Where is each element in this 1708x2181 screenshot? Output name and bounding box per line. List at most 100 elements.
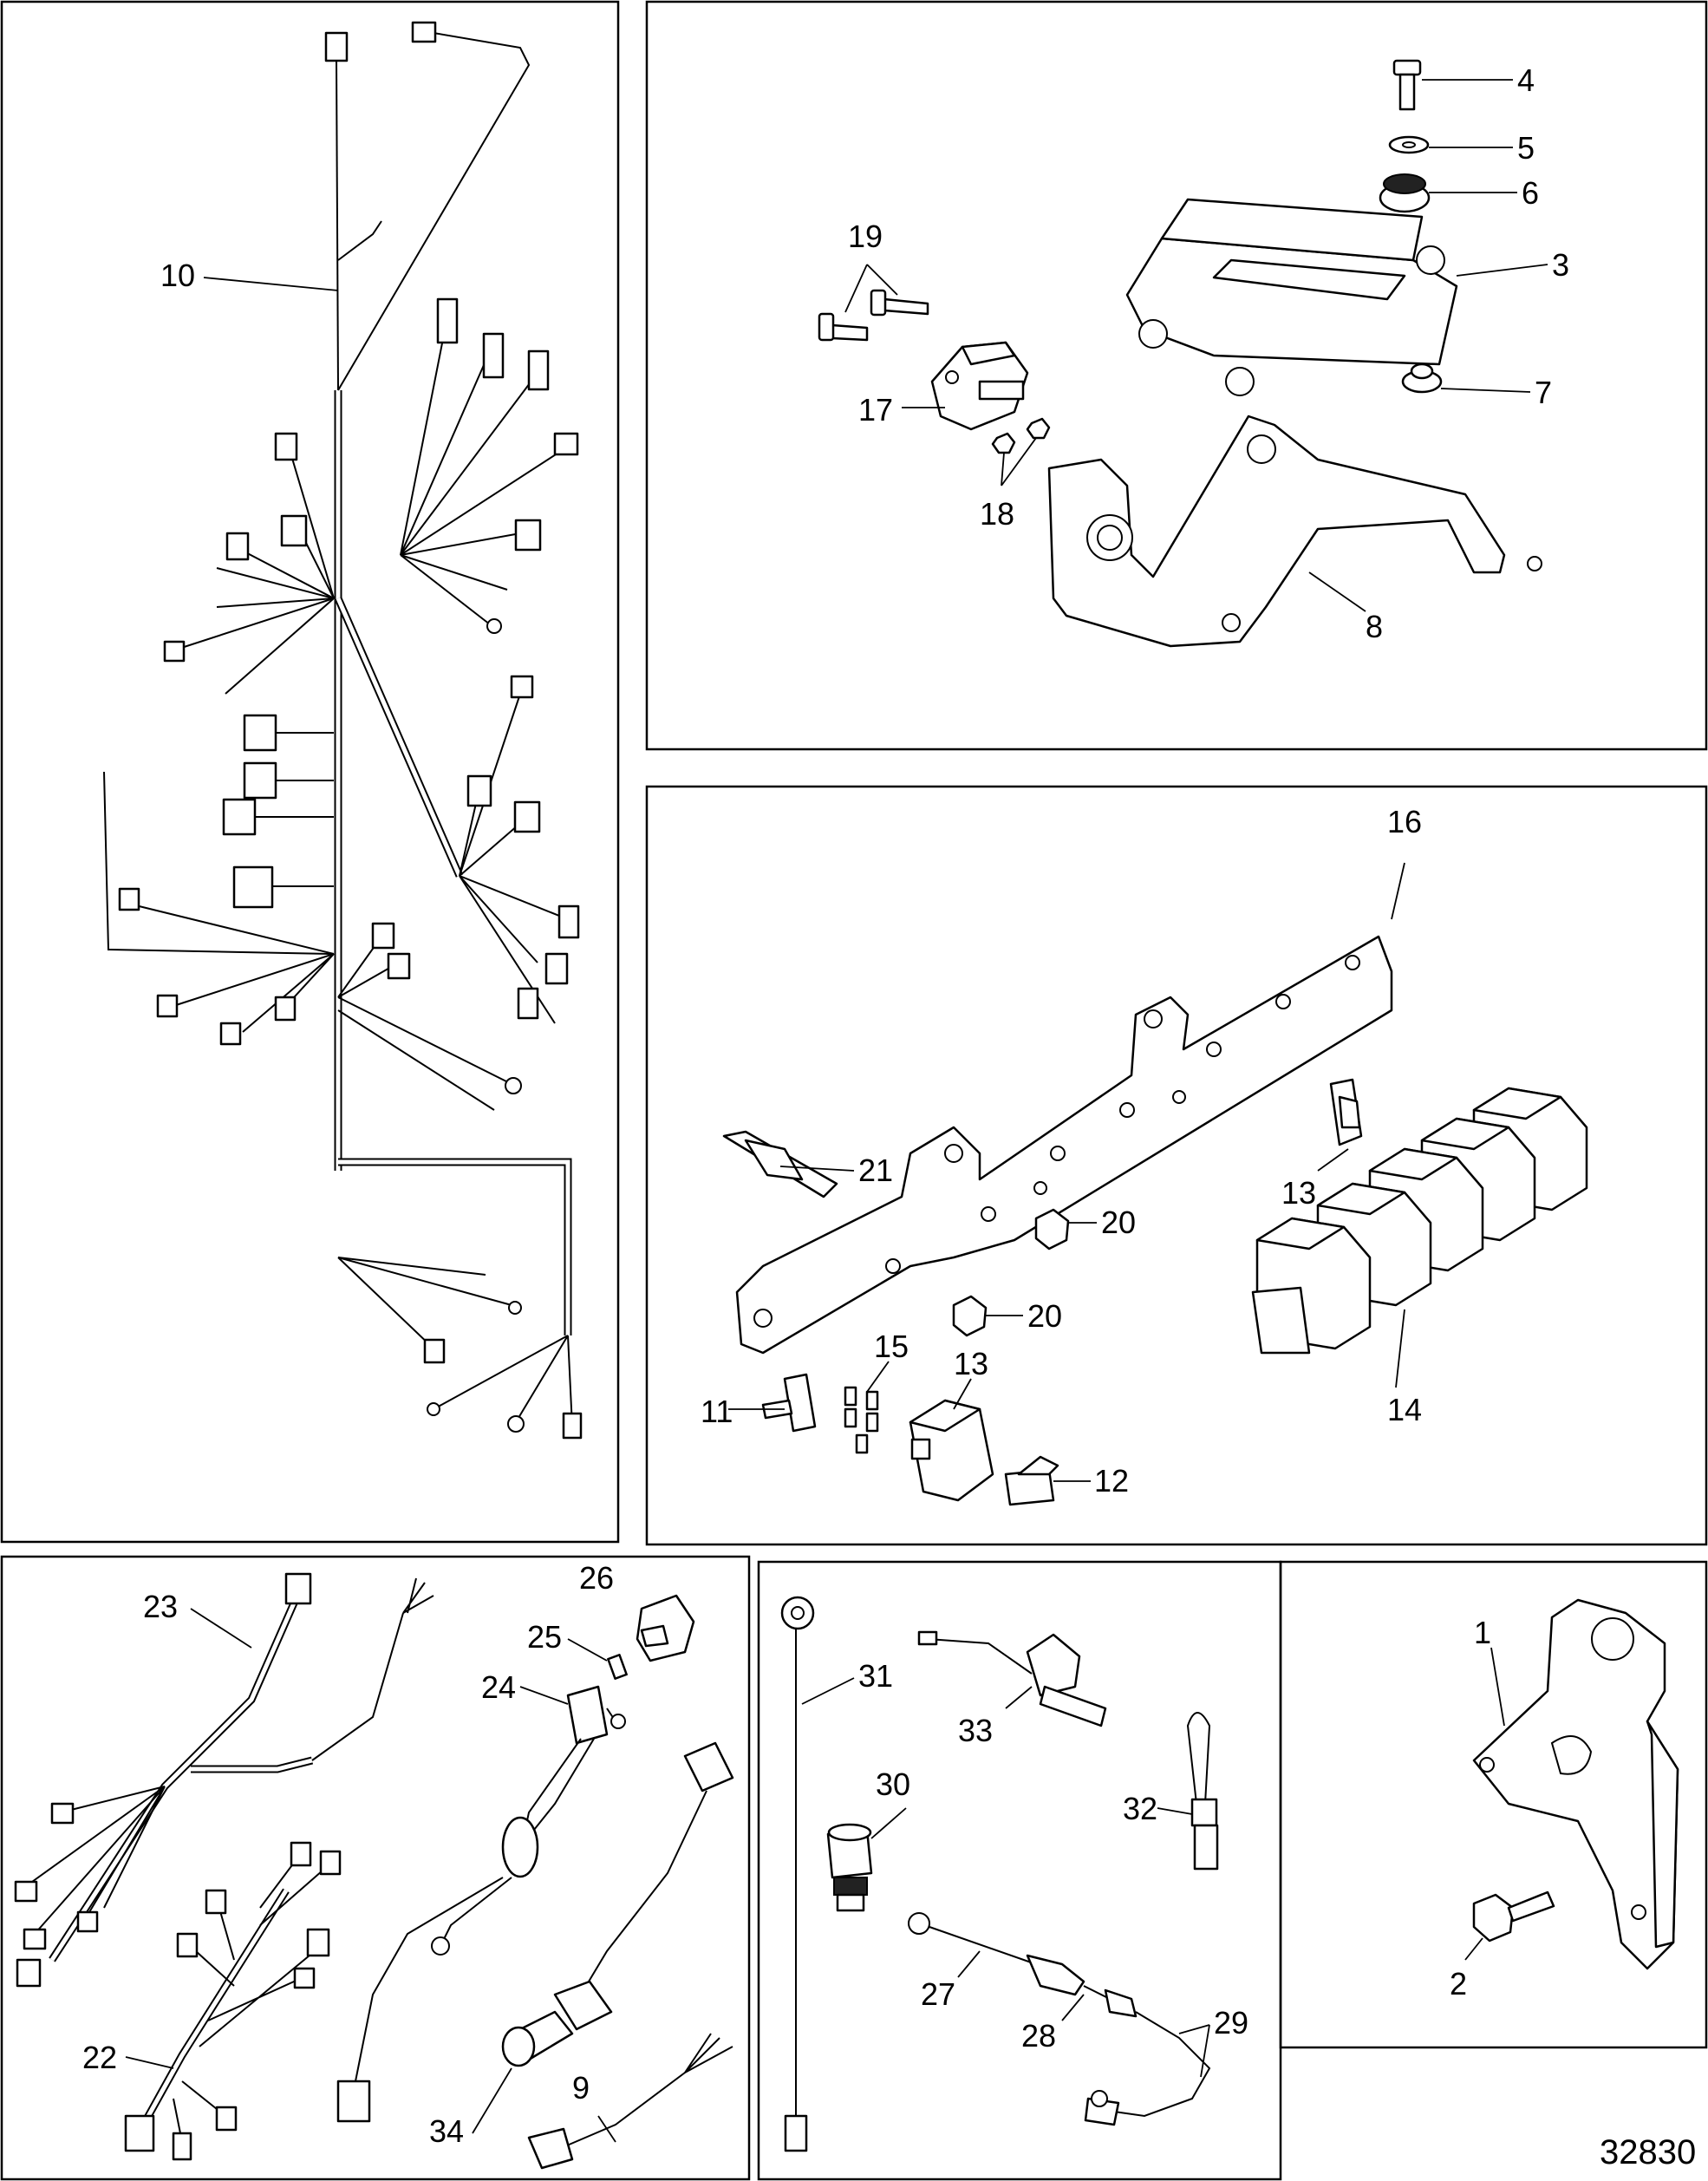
connector-22-h <box>215 2106 238 2132</box>
callout-6: 6 <box>1522 175 1539 211</box>
callout-5: 5 <box>1517 130 1535 166</box>
clip-11 <box>761 1373 817 1433</box>
oxygen-sensor-34 <box>501 1741 734 2067</box>
fuse-holder-24 <box>336 1685 626 2123</box>
fuse-25 <box>607 1654 628 1680</box>
ring-terminal-27 <box>908 1912 930 1935</box>
relay-bracket-assembly: 16 21 13 20 20 <box>701 804 1588 1506</box>
jumper-32 <box>1186 1712 1219 1871</box>
connector-22-i <box>172 2132 192 2161</box>
panel-bracket <box>1279 1560 1708 2049</box>
ring-terminal-4 <box>507 1415 525 1433</box>
callout-7: 7 <box>1535 375 1552 410</box>
grommet-6 <box>1379 173 1431 213</box>
mounting-bracket-1 <box>1472 1598 1679 1970</box>
panel-harness-main <box>0 0 620 1544</box>
callout-22: 22 <box>82 2040 117 2075</box>
bolts-19 <box>818 289 929 342</box>
callout-20-lower: 20 <box>1027 1298 1062 1334</box>
callout-30: 30 <box>876 1766 910 1802</box>
connector-22-a <box>290 1841 312 1867</box>
pressure-switch-30 <box>826 1823 873 1912</box>
screw-4 <box>1392 59 1422 111</box>
connector-lower-1 <box>156 994 179 1018</box>
connector-fan-3 <box>527 349 550 391</box>
connector-block-3 <box>222 798 257 836</box>
callout-25: 25 <box>527 1619 562 1655</box>
callout-9: 9 <box>572 2070 590 2106</box>
grommet-7 <box>1401 362 1443 394</box>
connector-23-c <box>23 1928 47 1950</box>
main-wiring-harness: 10 <box>103 21 583 1440</box>
ring-terminal-1 <box>486 618 502 634</box>
connector-23-d <box>76 1910 99 1933</box>
ecm-module-3 <box>1125 198 1458 396</box>
connector-diag-6 <box>517 987 539 1020</box>
callout-33: 33 <box>958 1713 993 1748</box>
map-sensor-17 <box>930 341 1029 431</box>
connector-23-a <box>50 1802 75 1825</box>
panel-harness-accessories <box>0 1555 751 2181</box>
connector-left-4 <box>163 640 186 663</box>
nut-20-lower <box>952 1295 988 1337</box>
knock-sensor-31 <box>780 1596 815 2152</box>
callout-15: 15 <box>874 1329 909 1364</box>
connector-fan-2 <box>482 332 505 379</box>
callout-3: 3 <box>1552 247 1569 283</box>
fuse-holder-body <box>501 1816 539 1878</box>
connector-22-f <box>306 1928 330 1957</box>
callout-19: 19 <box>848 219 883 254</box>
connector-23-top <box>284 1572 312 1605</box>
connector-block-4 <box>232 865 274 909</box>
callout-13-top: 13 <box>1281 1175 1316 1211</box>
connector-22-g <box>124 2114 155 2152</box>
harness-9 <box>527 2033 733 2170</box>
connector-right-lower-2 <box>387 952 411 980</box>
connector-right-lower-1 <box>371 922 395 950</box>
connector-22-d <box>176 1932 199 1958</box>
callout-13-bottom: 13 <box>954 1346 988 1381</box>
ring-terminal-3 <box>508 1301 522 1315</box>
connector-22-e <box>293 1967 316 1989</box>
connector-left-3 <box>225 532 250 561</box>
connector-block-1 <box>243 714 277 752</box>
connector-26 <box>636 1594 695 1662</box>
panel-ecm-bracket <box>645 0 1708 751</box>
ecm-bracket-8 <box>1047 415 1542 648</box>
connector-diag-1 <box>510 675 534 699</box>
connector-22-c <box>205 1889 227 1915</box>
callout-20-upper: 20 <box>1101 1205 1136 1240</box>
sensors: 31 33 30 32 <box>780 1596 1248 2152</box>
callout-21: 21 <box>858 1153 893 1188</box>
relay-block-14 <box>1251 1087 1588 1355</box>
callout-11: 11 <box>701 1394 733 1429</box>
panel-relay-bracket <box>645 785 1708 1546</box>
connector-left-2 <box>280 514 308 547</box>
callout-29: 29 <box>1214 2005 1248 2041</box>
callout-34: 34 <box>429 2113 464 2149</box>
bolt-2 <box>1472 1890 1555 1943</box>
inline-fuse-28 <box>1026 1954 1085 1996</box>
connector-lower-3 <box>274 996 297 1022</box>
ring-terminal-5 <box>427 1402 440 1416</box>
callout-27: 27 <box>921 1976 955 2012</box>
callout-1: 1 <box>1474 1615 1491 1650</box>
nuts-18 <box>991 417 1051 454</box>
fuses-15 <box>844 1386 879 1454</box>
nut-20-upper <box>1034 1208 1070 1250</box>
callout-16: 16 <box>1387 804 1422 839</box>
relay-bracket-16 <box>735 935 1393 1355</box>
connector-diag-5 <box>544 952 569 985</box>
connector-23-b <box>14 1880 38 1903</box>
callout-10: 10 <box>160 258 195 293</box>
cable-assembly <box>908 1912 1211 2126</box>
callout-32: 32 <box>1123 1791 1157 1826</box>
connector-top <box>324 31 349 62</box>
connector-24-bottom <box>336 2080 371 2123</box>
callout-26: 26 <box>579 1560 614 1596</box>
connector-diag-3 <box>513 800 541 833</box>
callout-4: 4 <box>1517 62 1535 98</box>
clip-12 <box>1004 1455 1059 1506</box>
connector-bottom-2 <box>562 1412 583 1440</box>
